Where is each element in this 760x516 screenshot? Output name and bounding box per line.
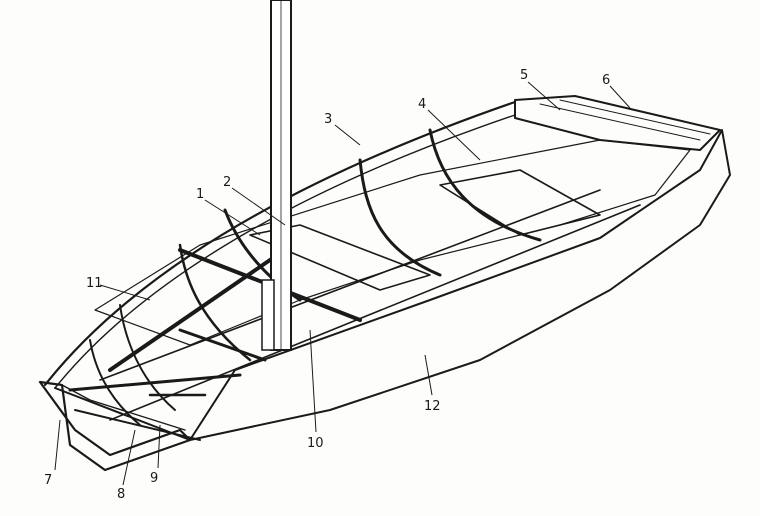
callout-1: 1 bbox=[196, 187, 204, 202]
callout-9: 9 bbox=[150, 471, 158, 486]
callout-12: 12 bbox=[424, 399, 441, 414]
callout-10: 10 bbox=[307, 436, 324, 451]
callouts: 1 2 3 4 5 6 7 8 9 10 11 12 bbox=[44, 68, 610, 502]
callout-6: 6 bbox=[602, 73, 610, 88]
callout-3: 3 bbox=[324, 112, 332, 127]
callout-2: 2 bbox=[223, 175, 231, 190]
callout-4: 4 bbox=[418, 97, 426, 112]
outer-hull bbox=[189, 129, 731, 441]
thwarts bbox=[249, 169, 601, 291]
callout-11: 11 bbox=[86, 276, 103, 291]
callout-7: 7 bbox=[44, 473, 52, 488]
leader-lines bbox=[54, 81, 631, 486]
mast bbox=[261, 0, 292, 351]
callout-8: 8 bbox=[117, 487, 125, 502]
stringers bbox=[99, 189, 641, 421]
transom bbox=[514, 95, 721, 151]
callout-5: 5 bbox=[520, 68, 528, 83]
